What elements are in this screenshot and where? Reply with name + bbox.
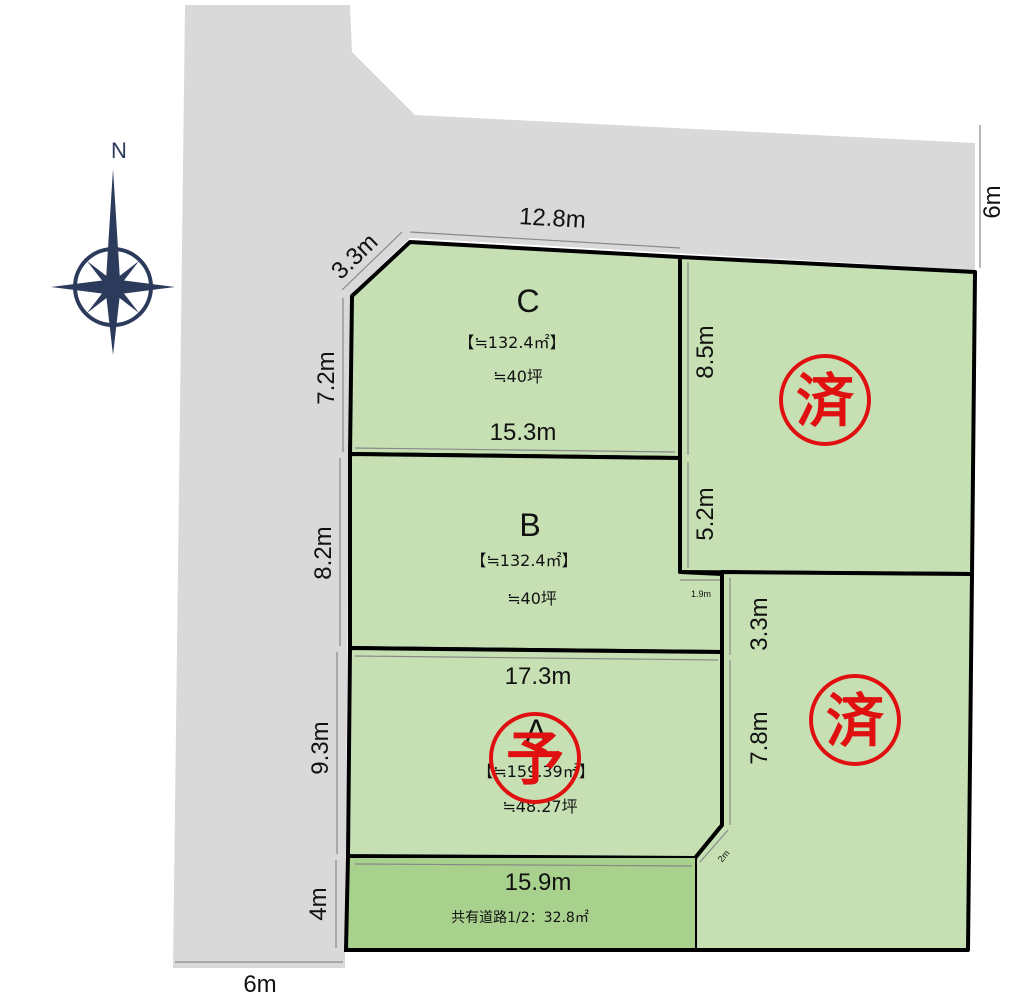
outline-shared <box>343 855 968 952</box>
lot-a <box>346 646 724 860</box>
dim-c-left: 7.2m <box>313 351 340 404</box>
dim-road-left: 4m <box>305 887 332 920</box>
stamp-sold-se: 済 <box>809 674 901 766</box>
shared-road-label: 共有道路1/2：32.8㎡ <box>451 910 589 926</box>
dim-b-left: 8.2m <box>310 526 337 579</box>
svg-text:済: 済 <box>796 367 855 435</box>
dim-a-top: 17.3m <box>505 663 572 690</box>
dim-north-road: 6m <box>979 185 1006 218</box>
lot-b-area: 【≒132.4㎡】 <box>470 551 577 570</box>
lot-a-area: 【≒159.39㎡】 <box>477 762 594 781</box>
compass-star-icon <box>51 169 175 355</box>
dim-c-bottom: 15.3m <box>490 419 557 446</box>
svg-text:予: 予 <box>506 725 564 793</box>
dim-c-top: 12.8m <box>518 203 586 234</box>
north-compass <box>51 169 175 355</box>
compass-north-label: N <box>111 138 127 163</box>
dim-notch-width: 1.9m <box>691 589 711 599</box>
dim-se-step: 3.3m <box>746 597 773 650</box>
stamp-sold-ne: 済 <box>779 354 871 446</box>
dim-bottom-road: 6m <box>243 971 276 998</box>
stamp-reserved-a: 予 <box>489 712 581 804</box>
dimension-arrows <box>175 125 981 963</box>
compass-diagonal-icon <box>87 261 139 313</box>
lot-c-tsubo: ≒40坪 <box>493 367 543 386</box>
dim-se-side: 7.8m <box>746 711 773 764</box>
dim-ne-lot-height: 8.5m <box>692 325 719 378</box>
dim-a-left: 9.3m <box>307 721 334 774</box>
dim-notch-height: 5.2m <box>692 487 719 540</box>
lot-se <box>693 570 974 952</box>
dim-road-top: 15.9m <box>505 869 572 896</box>
lot-a-letter: A <box>525 713 547 749</box>
road-west-north <box>173 5 975 968</box>
lot-c-letter: C <box>516 283 539 319</box>
shared-road <box>346 858 695 950</box>
svg-text:済: 済 <box>826 687 885 755</box>
lot-b-letter: B <box>519 507 540 543</box>
lot-c-area: 【≒132.4㎡】 <box>458 333 565 352</box>
lot-b-tsubo: ≒40坪 <box>507 589 557 608</box>
